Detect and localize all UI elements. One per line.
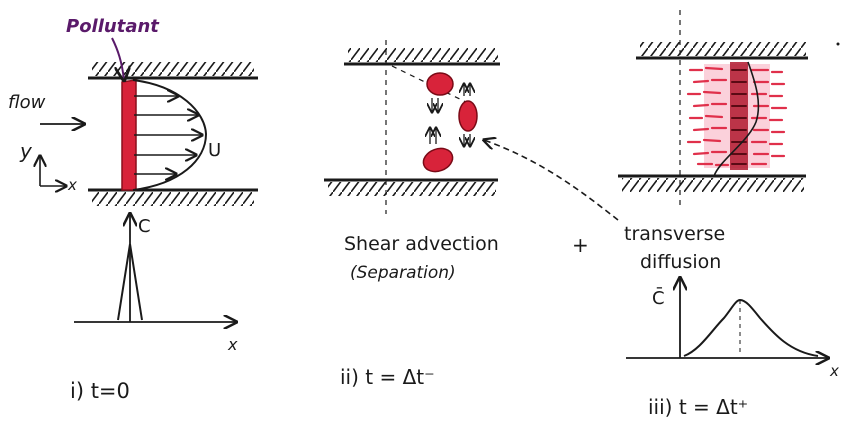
conc-spike: [117, 243, 143, 321]
top-wall-2: [344, 48, 500, 66]
stray-dot: [836, 42, 840, 46]
flow-label: flow: [8, 92, 46, 113]
bottom-wall-1: [88, 188, 258, 206]
caption-3: iii) t = Δt⁺: [648, 395, 748, 419]
pollutant-band: [121, 79, 137, 191]
top-wall-3: [636, 42, 808, 60]
coordinate-axes-icon: [40, 156, 66, 186]
diffused-pollutant-cloud: [686, 62, 788, 170]
x-axis-label: x: [67, 176, 77, 194]
cbar-curve: [683, 298, 819, 357]
velocity-arrows: [134, 96, 202, 174]
pollutant-pointer: [111, 37, 124, 80]
velocity-label: U: [208, 140, 221, 161]
pollutant-blob: [458, 100, 478, 132]
conc-label-1: C: [138, 216, 151, 237]
plus-sign: +: [572, 233, 589, 257]
pollutant-blob: [426, 72, 454, 96]
transverse-text: transverse: [624, 223, 725, 245]
shear-text-line1: Shear advection: [344, 233, 499, 255]
y-axis-label: y: [19, 139, 33, 163]
diffusion-text: diffusion: [640, 251, 721, 273]
distorted-profile-line: [713, 61, 760, 177]
cbar-x-label: x: [829, 362, 839, 380]
bottom-wall-3: [618, 174, 806, 192]
panel-3-transverse-diffusion: transverse diffusion C̄ x iii) t = Δt⁺: [618, 10, 839, 419]
caption-2: ii) t = Δt⁻: [340, 365, 435, 389]
conc-x-label-1: x: [227, 335, 238, 354]
shear-text-line2: (Separation): [350, 263, 456, 283]
top-wall-1: [88, 62, 258, 80]
pollutant-blob: [422, 147, 454, 173]
caption-1: i) t=0: [70, 379, 130, 403]
diffusion-pointer: [484, 140, 619, 221]
bottom-wall-2: [324, 178, 498, 196]
cbar-label: C̄: [652, 287, 665, 309]
panel-2-shear-advection: Shear advection (Separation) + ii) t = Δ…: [324, 40, 619, 389]
panel-1-initial-state: Pollutant flow y x U C x i) t=0: [8, 16, 258, 403]
pollutant-label: Pollutant: [66, 16, 160, 37]
diffusion-arrows-2: [430, 84, 470, 146]
